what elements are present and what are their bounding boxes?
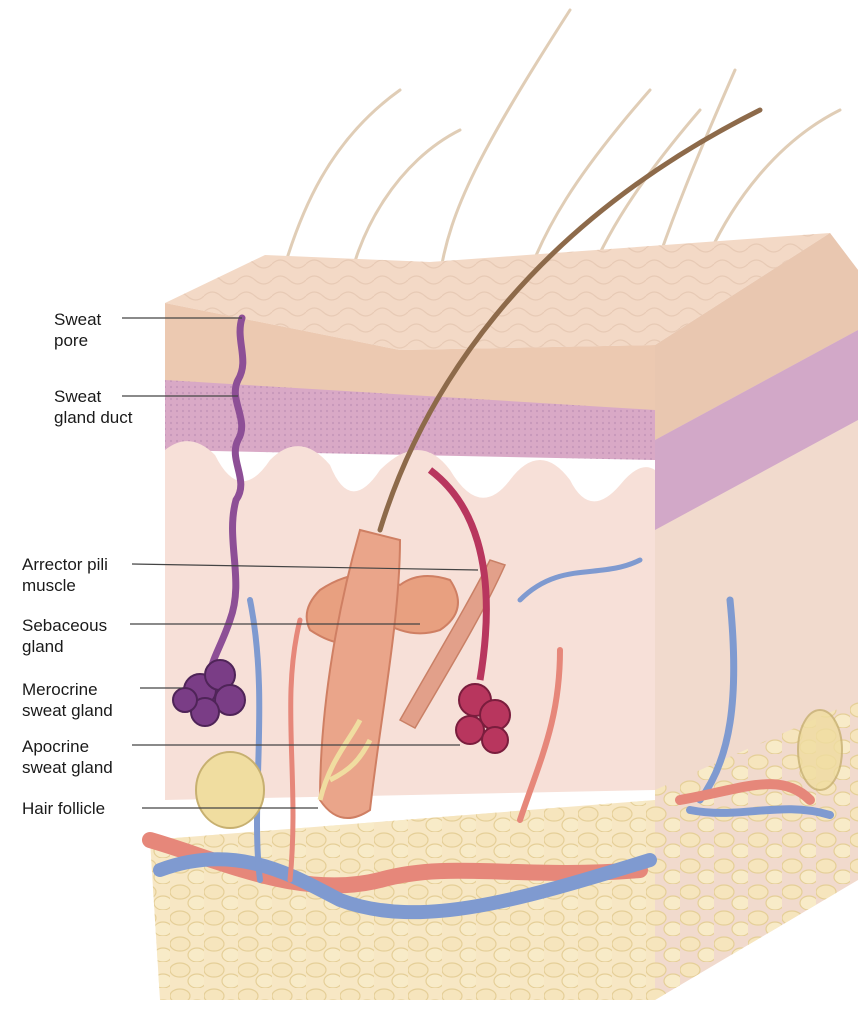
skin-block-side: [655, 233, 858, 1000]
label-hair-follicle: Hair follicle: [22, 798, 105, 819]
hypodermis: [150, 800, 655, 1000]
